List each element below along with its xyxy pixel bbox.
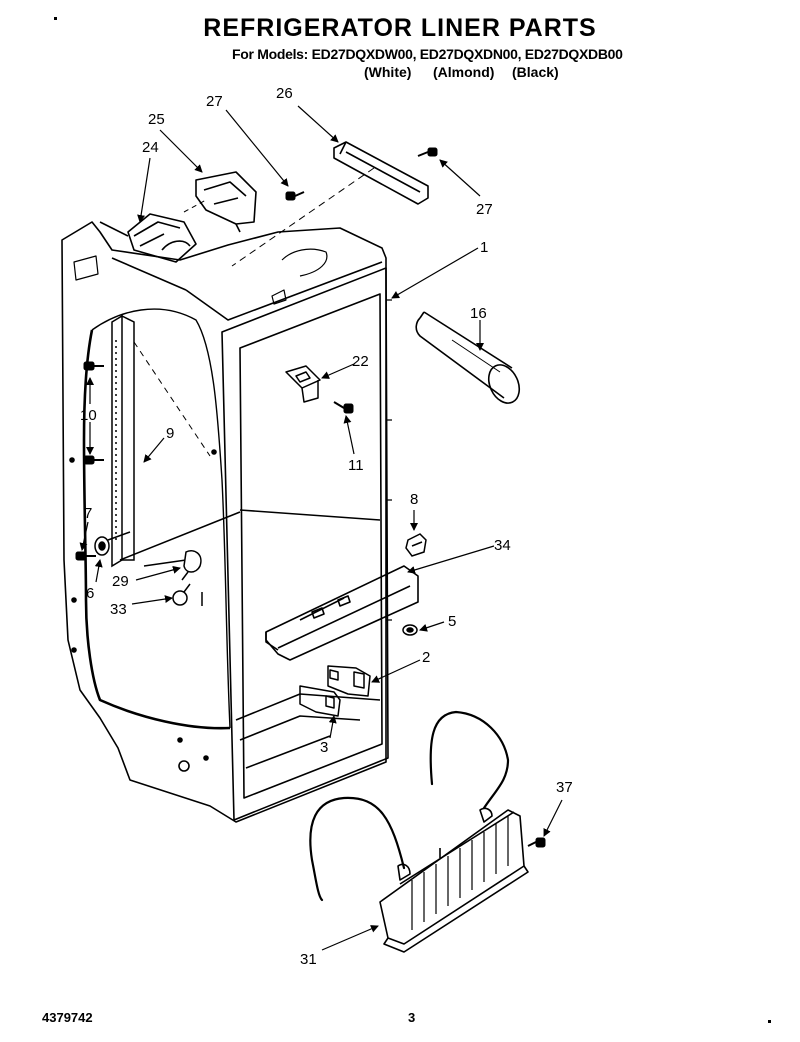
part-number: 4379742 xyxy=(42,1010,93,1025)
liner-body xyxy=(61,221,392,823)
light-socket-6 xyxy=(94,531,131,556)
screw-11 xyxy=(333,401,354,414)
callout-9: 9 xyxy=(166,425,174,442)
page-number: 3 xyxy=(408,1010,416,1025)
variant-black: (Black) xyxy=(512,64,559,80)
bracket-22 xyxy=(285,365,321,403)
shelf-support-34 xyxy=(265,565,419,661)
callout-3: 3 xyxy=(320,739,328,756)
crisper-cover-31 xyxy=(379,807,529,953)
plug-8 xyxy=(405,533,427,557)
shelf-ladder xyxy=(111,314,211,568)
screw-27-left xyxy=(285,191,305,201)
page-header: REFRIGERATOR LINER PARTS For Models: ED2… xyxy=(0,0,800,100)
duct-16 xyxy=(415,311,521,404)
callout-27: 27 xyxy=(206,93,223,110)
screw-10-upper xyxy=(83,361,104,371)
leader-lines xyxy=(79,105,563,951)
models-line: For Models: ED27DQXDW00, ED27DQXDN00, ED… xyxy=(232,46,623,62)
heater-wire-31 xyxy=(309,710,510,902)
callout-7: 7 xyxy=(84,505,92,522)
clip-5 xyxy=(402,624,418,636)
variant-almond: (Almond) xyxy=(433,64,495,80)
bracket-2 xyxy=(327,665,371,697)
light-bulb-33 xyxy=(172,583,203,606)
callout-10: 10 xyxy=(80,407,97,424)
screw-7 xyxy=(75,551,96,561)
callout-27: 27 xyxy=(476,201,493,218)
bracket-3 xyxy=(299,685,341,717)
callout-33: 33 xyxy=(110,601,127,618)
callout-29: 29 xyxy=(112,573,129,590)
corner-mark xyxy=(768,1020,771,1023)
bulb-holder-29 xyxy=(143,550,202,581)
variant-white: (White) xyxy=(364,64,412,80)
screw-37 xyxy=(527,837,546,848)
callout-5: 5 xyxy=(448,613,456,630)
damper-24 xyxy=(99,213,197,263)
callout-37: 37 xyxy=(556,779,573,796)
rail-26 xyxy=(231,141,429,267)
callout-22: 22 xyxy=(352,353,369,370)
callout-8: 8 xyxy=(410,491,418,508)
callout-26: 26 xyxy=(276,85,293,102)
callout-labels: 25 27 26 24 27 1 16 22 10 9 11 8 7 34 29… xyxy=(80,85,573,968)
screw-10-lower xyxy=(83,455,104,465)
page-title: REFRIGERATOR LINER PARTS xyxy=(203,14,597,42)
callout-34: 34 xyxy=(494,537,511,554)
cover-25 xyxy=(183,171,257,233)
callout-2: 2 xyxy=(422,649,430,666)
corner-mark xyxy=(54,17,57,20)
callout-31: 31 xyxy=(300,951,317,968)
callout-1: 1 xyxy=(480,239,488,256)
callout-11: 11 xyxy=(348,457,364,474)
screw-27-right xyxy=(417,147,438,157)
callout-6: 6 xyxy=(86,585,94,602)
callout-25: 25 xyxy=(148,111,165,128)
callout-24: 24 xyxy=(142,139,159,156)
callout-16: 16 xyxy=(470,305,487,322)
